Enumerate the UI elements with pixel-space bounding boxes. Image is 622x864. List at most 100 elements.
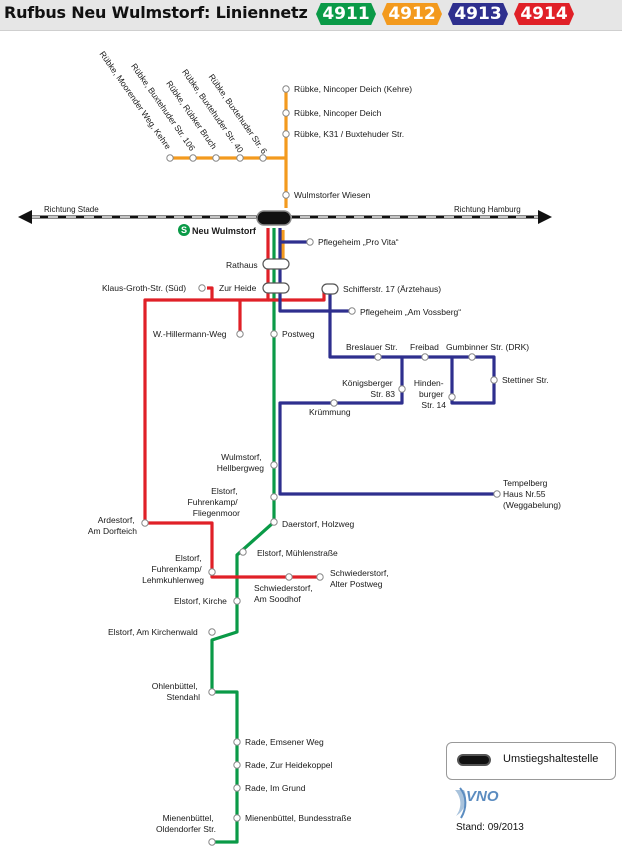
label-vossberg: Pflegeheim „Am Vossberg“ [360, 307, 461, 317]
label-hellbergweg: Wulmstorf, Hellbergweg [217, 452, 265, 473]
stop-koenigsberger [398, 385, 406, 393]
stop-hellbergweg [270, 461, 278, 469]
label-kirche: Elstorf, Kirche [174, 596, 227, 606]
stop-freibad [421, 353, 429, 361]
stop-ardestorf [141, 519, 149, 527]
svg-text:S: S [181, 225, 187, 235]
stop-soodhof [285, 573, 293, 581]
stop-kruemmung [330, 399, 338, 407]
transfer-stop-neu-wulmstorf [256, 210, 292, 226]
page-title: Rufbus Neu Wulmstorf: Liniennetz [4, 3, 308, 22]
label-freibad: Freibad [410, 342, 439, 352]
label-nincoper: Rübke, Nincoper Deich [294, 108, 382, 118]
vno-logo-text: VNO [466, 788, 499, 805]
label-neu-wulmstorf: Neu Wulmstorf [192, 226, 257, 236]
stop-nincoper-kehre [282, 85, 290, 93]
label-fliegenmoor: Elstorf, Fuhrenkamp/ Fliegenmoor [188, 486, 241, 518]
label-ensemer: Rade, Emsener Weg [245, 737, 324, 747]
s-bahn-icon [178, 224, 190, 236]
stop-markers [141, 85, 501, 846]
stop-breslauer [374, 353, 382, 361]
stop-vossberg [348, 307, 356, 315]
line-4913-east [328, 289, 496, 405]
transfer-stop-zur-heide [262, 282, 290, 294]
stand-date: Stand: 09/2013 [456, 822, 524, 833]
stop-im-grund [233, 784, 241, 792]
stop-k31 [282, 130, 290, 138]
arrow-right-icon [538, 210, 552, 224]
line-badge-4913: 4913 [448, 3, 508, 25]
label-soodhof: Schwiederstorf, Am Soodhof [254, 583, 315, 604]
label-zur-heide: Zur Heide [219, 283, 257, 293]
transfer-stop-icon [457, 754, 491, 766]
label-pro-vita: Pflegeheim „Pro Vita“ [318, 237, 399, 247]
stop-hindenburger [448, 393, 456, 401]
header-bar: Rufbus Neu Wulmstorf: Liniennetz 4911 49… [0, 0, 622, 31]
label-breslauer: Breslauer Str. [346, 342, 398, 352]
label-rathaus: Rathaus [226, 260, 258, 270]
stop-tempelberg [493, 490, 501, 498]
line-4911 [210, 228, 276, 844]
stop-bruch [212, 154, 220, 162]
label-kruemmung: Krümmung [309, 407, 351, 417]
stop-lehmkuhlenweg [208, 568, 216, 576]
stop-muehlen [239, 548, 247, 556]
stop-ensemer [233, 738, 241, 746]
stop-bundesstrasse [233, 814, 241, 822]
stop-oldendorfer [208, 838, 216, 846]
label-holzweg: Daerstorf, Holzweg [282, 519, 355, 529]
arrow-left-icon [18, 210, 32, 224]
label-hillermann: W.-Hillermann-Weg [153, 329, 227, 339]
line-badge-4912: 4912 [382, 3, 442, 25]
stop-nincoper [282, 109, 290, 117]
line-badge-4911: 4911 [316, 3, 376, 25]
stop-heidekoppel [233, 761, 241, 769]
stop-bux106 [189, 154, 197, 162]
label-oldendorfer: Mienenbüttel, Oldendorfer Str. [156, 813, 216, 834]
label-alter-postweg: Schwiederstorf, Alter Postweg [330, 568, 391, 589]
legend-box: Umstiegshaltestelle [446, 742, 616, 780]
stop-kirchenwald [208, 628, 216, 636]
label-muehlen: Elstorf, Mühlenstraße [257, 548, 338, 558]
label-im-grund: Rade, Im Grund [245, 783, 306, 793]
transfer-stop-rathaus [262, 258, 290, 270]
stop-moorender [166, 154, 174, 162]
vno-logo: VNO [452, 786, 532, 822]
stop-postweg [270, 330, 278, 338]
label-hindenburger: Hinden- burger Str. 14 [414, 378, 446, 410]
label-richtung-hamburg: Richtung Hamburg [454, 205, 521, 214]
label-ardestorf: Ardestorf, Am Dorfteich [88, 515, 137, 536]
stop-alter-postweg [316, 573, 324, 581]
stop-fliegenmoor [270, 493, 278, 501]
label-nincoper-kehre: Rübke, Nincoper Deich (Kehre) [294, 84, 412, 94]
label-stendahl: Ohlenbüttel, Stendahl [152, 681, 200, 702]
stop-bux6 [259, 154, 267, 162]
label-stettiner: Stettiner Str. [502, 375, 549, 385]
label-tempelberg: Tempelberg Haus Nr.55 (Weggabelung) [503, 478, 561, 510]
stop-gumbinner [468, 353, 476, 361]
stop-stendahl [208, 688, 216, 696]
label-wulmstorfer-wiesen: Wulmstorfer Wiesen [294, 190, 371, 200]
stop-wulmstorfer-wiesen [282, 191, 290, 199]
label-richtung-stade: Richtung Stade [44, 205, 99, 214]
stop-bux40 [236, 154, 244, 162]
label-gumbinner: Gumbinner Str. (DRK) [446, 342, 529, 352]
stop-holzweg [270, 518, 278, 526]
label-schifferstr: Schifferstr. 17 (Ärztehaus) [343, 284, 441, 294]
line-4914-klausgroth [207, 286, 214, 300]
line-badge-4914: 4914 [514, 3, 574, 25]
label-postweg: Postweg [282, 329, 315, 339]
label-koenigsberger: Königsberger Str. 83 [342, 378, 395, 399]
stop-klaus-groth [198, 284, 206, 292]
transfer-stop-schifferstr [321, 283, 339, 295]
label-bundesstrasse: Mienenbüttel, Bundesstraße [245, 813, 352, 823]
label-kirchenwald: Elstorf, Am Kirchenwald [108, 627, 198, 637]
label-heidekoppel: Rade, Zur Heidekoppel [245, 760, 333, 770]
vno-swoosh-icon [455, 787, 467, 819]
stop-stettiner [490, 376, 498, 384]
stop-hillermann [236, 330, 244, 338]
stop-kirche [233, 597, 241, 605]
legend-label: Umstiegshaltestelle [503, 753, 599, 765]
label-lehmkuhlenweg: Elstorf, Fuhrenkamp/ Lehmkuhlenweg [142, 553, 204, 585]
